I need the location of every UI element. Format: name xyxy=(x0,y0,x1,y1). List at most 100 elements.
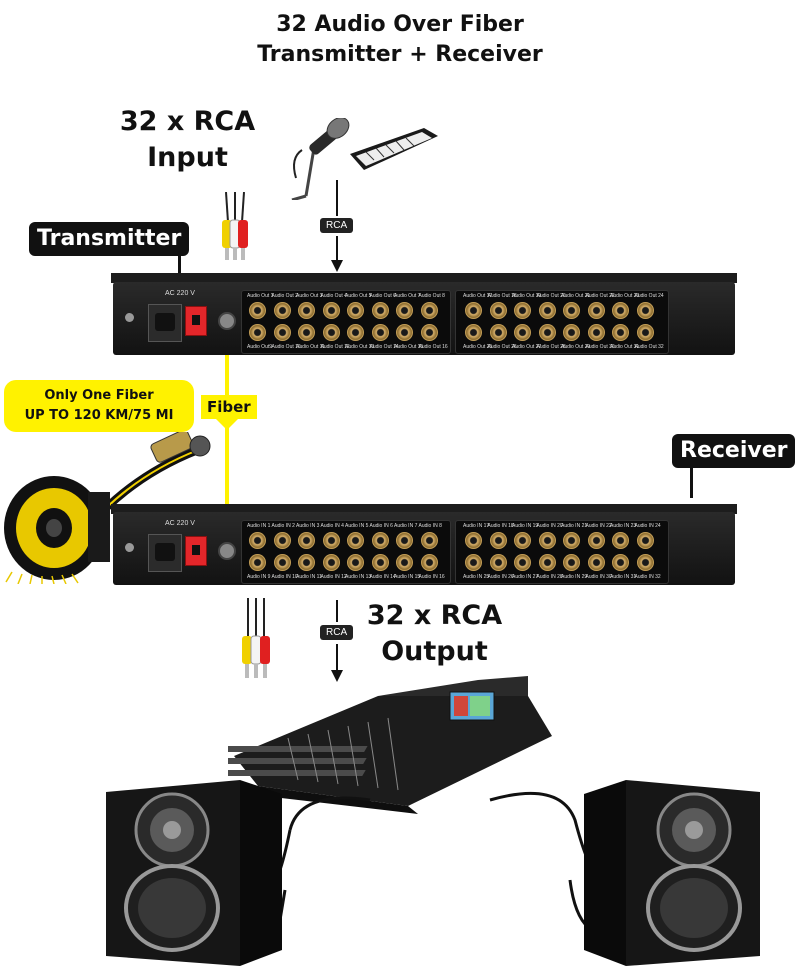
rca-jack[interactable] xyxy=(489,324,507,341)
port-label: Audio Out 5 xyxy=(345,293,372,299)
rca-jack[interactable] xyxy=(465,324,482,341)
rca-jack[interactable] xyxy=(298,532,315,549)
speaker-icon xyxy=(584,780,760,966)
rca-jack[interactable] xyxy=(249,324,266,341)
power-switch[interactable] xyxy=(185,536,207,566)
rca-jack[interactable] xyxy=(489,554,507,571)
rca-jack[interactable] xyxy=(249,554,266,571)
port-label: Audio Out9 xyxy=(247,344,273,350)
rca-jack[interactable] xyxy=(396,532,413,549)
rca-jack[interactable] xyxy=(563,302,580,319)
port-label: Audio IN 30 xyxy=(585,574,612,580)
rca-jack[interactable] xyxy=(465,302,482,319)
port-label: Audio Out 13 xyxy=(345,344,375,350)
rca-jack[interactable] xyxy=(514,324,531,341)
input-label: 32 x RCA Input xyxy=(105,104,270,176)
rca-jack[interactable] xyxy=(347,324,364,341)
port-label: Audio Out 20 xyxy=(536,293,566,299)
rca-jack[interactable] xyxy=(514,302,531,319)
rca-jack[interactable] xyxy=(587,554,605,571)
rca-jack[interactable] xyxy=(563,324,580,341)
port-label: Audio Out 31 xyxy=(610,344,640,350)
rca-jack[interactable] xyxy=(514,554,531,571)
rca-jack[interactable] xyxy=(347,302,364,319)
port-label: Audio IN 16 xyxy=(418,574,445,580)
rca-jack[interactable] xyxy=(322,324,340,341)
rca-jack[interactable] xyxy=(371,324,389,341)
rca-jack[interactable] xyxy=(538,324,556,341)
rca-jack[interactable] xyxy=(420,324,438,341)
port-label: Audio Out 19 xyxy=(512,293,542,299)
rca-jack[interactable] xyxy=(298,324,315,341)
port-label: Audio IN 14 xyxy=(369,574,396,580)
rca-jack[interactable] xyxy=(322,302,340,319)
rca-jack[interactable] xyxy=(465,532,482,549)
power-label: AC 220 V xyxy=(165,290,195,297)
port-label: Audio Out 8 xyxy=(418,293,445,299)
rca-jack[interactable] xyxy=(538,302,556,319)
rca-jack[interactable] xyxy=(587,324,605,341)
port-label: Audio Out 22 xyxy=(585,293,615,299)
rca-jack[interactable] xyxy=(347,554,364,571)
rca-jack[interactable] xyxy=(636,532,654,549)
port-label: Audio Out 3 xyxy=(296,293,323,299)
rca-jack[interactable] xyxy=(273,532,291,549)
rca-jack[interactable] xyxy=(396,302,413,319)
rca-jack[interactable] xyxy=(298,554,315,571)
rca-jack[interactable] xyxy=(587,302,605,319)
port-label: Audio IN 9 xyxy=(247,574,271,580)
rca-jack[interactable] xyxy=(465,554,482,571)
rca-jack[interactable] xyxy=(514,532,531,549)
rca-jack[interactable] xyxy=(538,532,556,549)
port-label: Audio Out 1 xyxy=(247,293,274,299)
input-label-line-2: Input xyxy=(147,142,228,173)
rca-cable-icon xyxy=(242,598,270,678)
rca-jack[interactable] xyxy=(420,302,438,319)
rca-jack[interactable] xyxy=(420,532,438,549)
rca-jack[interactable] xyxy=(371,554,389,571)
rca-jack[interactable] xyxy=(371,302,389,319)
rca-jack[interactable] xyxy=(273,302,291,319)
rca-jack[interactable] xyxy=(396,554,413,571)
port-label: Audio Out 24 xyxy=(634,293,664,299)
rca-jack[interactable] xyxy=(249,302,266,319)
fiber-port-icon[interactable] xyxy=(218,312,236,330)
rca-jack[interactable] xyxy=(298,302,315,319)
fiber-distance-note: Only One Fiber UP TO 120 KM/75 MI xyxy=(4,380,194,432)
port-label: Audio IN 22 xyxy=(585,523,612,529)
rca-jack[interactable] xyxy=(538,554,556,571)
port-label: Audio Out 32 xyxy=(634,344,664,350)
rca-jack[interactable] xyxy=(371,532,389,549)
rca-jack[interactable] xyxy=(273,554,291,571)
rca-jack[interactable] xyxy=(420,554,438,571)
rca-jack[interactable] xyxy=(489,532,507,549)
ground-screw-icon xyxy=(125,313,134,322)
power-switch[interactable] xyxy=(185,306,207,336)
rca-jack[interactable] xyxy=(636,554,654,571)
rca-jack[interactable] xyxy=(322,532,340,549)
title-line-1: 32 Audio Over Fiber xyxy=(276,12,524,37)
rca-jack[interactable] xyxy=(636,302,654,319)
rca-jack[interactable] xyxy=(322,554,340,571)
rca-jack[interactable] xyxy=(587,532,605,549)
rca-jack[interactable] xyxy=(612,302,629,319)
rca-jack[interactable] xyxy=(612,554,629,571)
rca-jack[interactable] xyxy=(489,302,507,319)
fiber-port-icon[interactable] xyxy=(218,542,236,560)
port-label: Audio IN 15 xyxy=(394,574,421,580)
rca-jack[interactable] xyxy=(563,532,580,549)
diagram-title: 32 Audio Over Fiber Transmitter + Receiv… xyxy=(0,10,800,70)
port-label: Audio Out 26 xyxy=(487,344,517,350)
rca-jack[interactable] xyxy=(347,532,364,549)
rca-jack[interactable] xyxy=(563,554,580,571)
rca-jack[interactable] xyxy=(249,532,266,549)
rca-jack[interactable] xyxy=(273,324,291,341)
fiber-tag-pointer xyxy=(215,418,239,430)
rca-jack[interactable] xyxy=(612,532,629,549)
output-label-line-1: 32 x RCA xyxy=(366,600,503,631)
rca-jack[interactable] xyxy=(636,324,654,341)
rca-jack[interactable] xyxy=(396,324,413,341)
rca-jack[interactable] xyxy=(612,324,629,341)
arrow-down-icon xyxy=(331,180,343,272)
port-label: Audio IN 12 xyxy=(320,574,347,580)
